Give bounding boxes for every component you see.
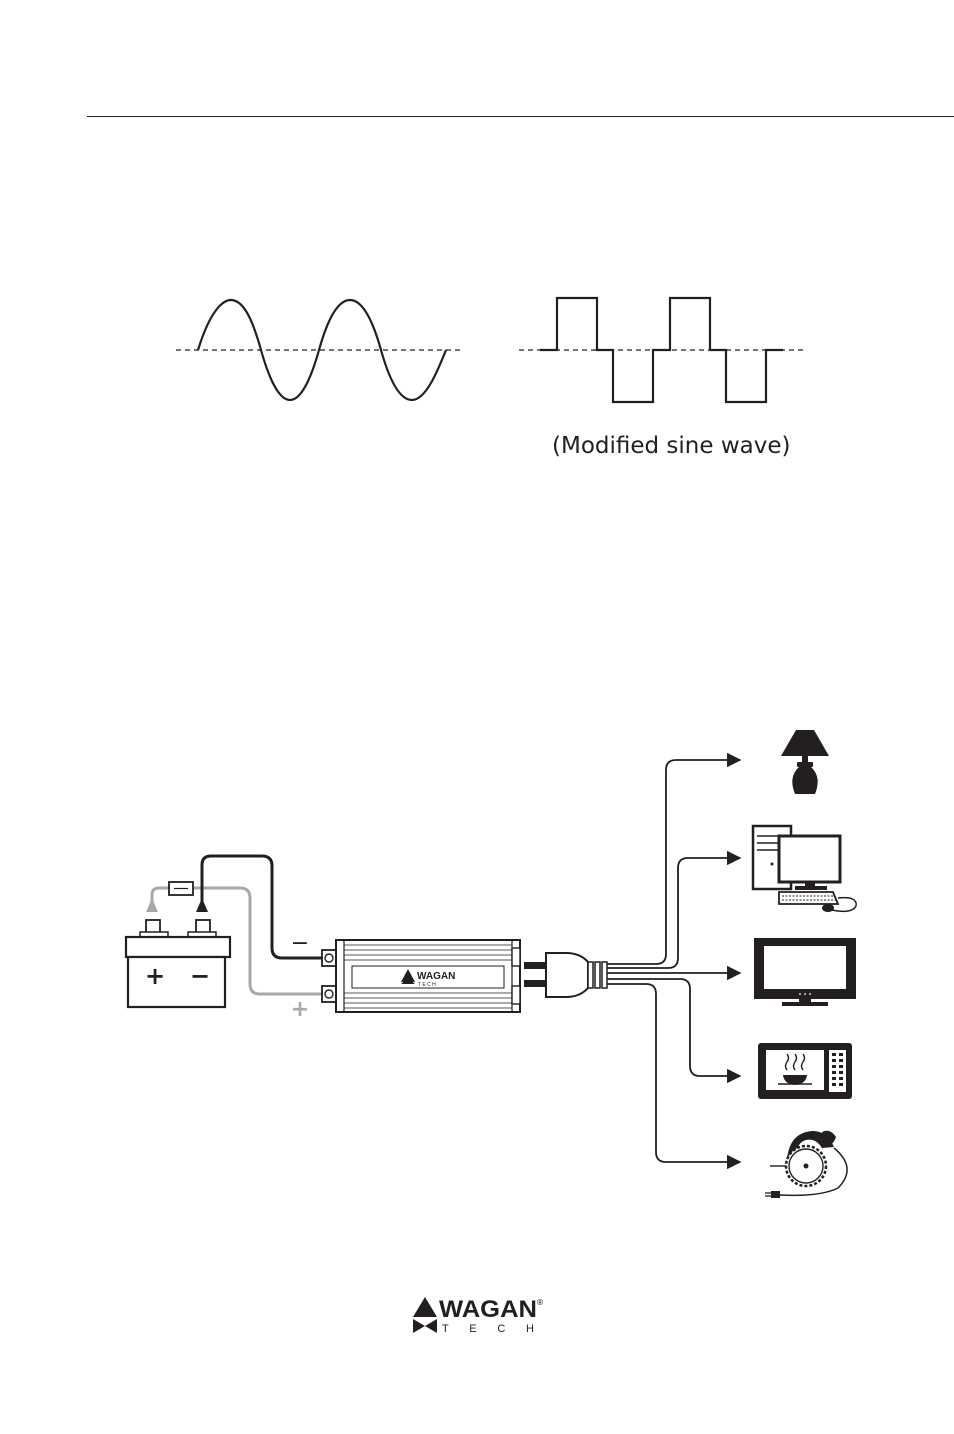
power-inverter: WAGAN T E C H (336, 940, 520, 1012)
footer-brand: WAGAN (439, 1296, 537, 1323)
positive-clamp-arrow (146, 898, 158, 912)
lamp-icon (781, 730, 829, 794)
modified-sine-wave-caption: (Modified sine wave) (552, 433, 782, 459)
footer-wagan-logo: WAGAN ® T E C H (412, 1296, 552, 1336)
positive-cable-label: + (291, 997, 309, 1022)
battery-minus-symbol: − (190, 962, 210, 990)
output-line-lamp (607, 760, 740, 964)
modified-sine-wave-diagram (515, 290, 810, 410)
footer-sub-brand: T E C H (442, 1323, 534, 1335)
television-icon (754, 938, 856, 1006)
inverter-sub-brand: T E C H (418, 982, 436, 988)
microwave-icon (758, 1043, 852, 1099)
ac-plug (524, 953, 607, 997)
footer-registered-mark: ® (536, 1298, 544, 1307)
inverter-terminals (322, 950, 336, 1002)
inverter-brand: WAGAN (417, 971, 455, 982)
computer-icon (753, 826, 856, 912)
pure-sine-wave-diagram (170, 290, 470, 410)
output-line-saw (607, 984, 740, 1162)
connection-diagram: + − − + WAGAN T E C H (0, 720, 954, 1220)
negative-clamp-arrow (196, 898, 208, 912)
output-line-microwave (607, 979, 740, 1076)
car-battery: + − (126, 920, 230, 1007)
battery-plus-symbol: + (145, 962, 165, 990)
output-line-computer (607, 858, 740, 968)
circular-saw-icon (765, 1131, 847, 1198)
top-rule (87, 116, 954, 117)
wagan-logo-icon (413, 1297, 437, 1333)
negative-cable-label: − (291, 931, 309, 956)
